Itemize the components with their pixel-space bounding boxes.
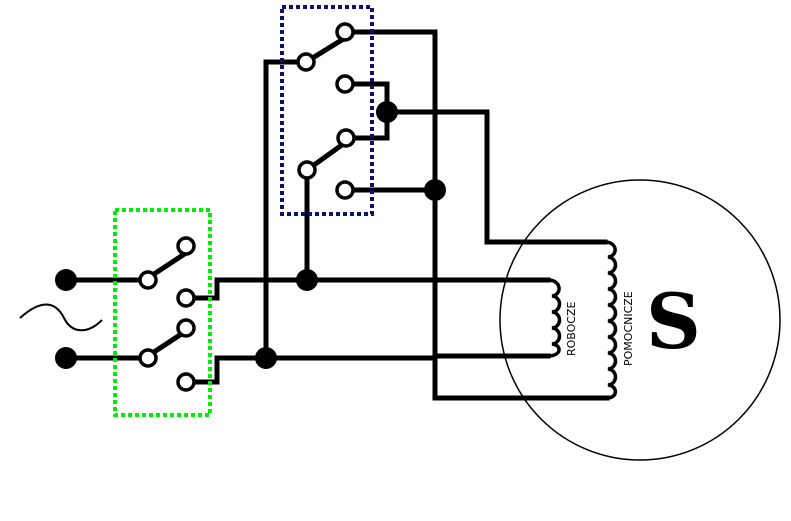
supply-terminal-top <box>55 269 77 291</box>
switch-terminal <box>138 348 158 368</box>
junction-node <box>424 179 446 201</box>
switch-terminal <box>176 318 196 338</box>
switch-terminal <box>297 160 317 180</box>
switch-terminal <box>176 288 196 308</box>
line-switch-box <box>113 208 212 417</box>
main-winding-label: ROBOCZE <box>565 301 578 356</box>
switch-terminal <box>138 270 158 290</box>
switch-terminal <box>335 22 355 42</box>
switch-terminal <box>335 74 355 94</box>
wiring <box>63 29 551 401</box>
ac-supply-symbol <box>19 303 103 332</box>
junction-node <box>376 101 398 123</box>
motor-symbol: S <box>646 277 701 366</box>
auxiliary-winding <box>432 239 618 401</box>
junction-node <box>296 269 318 291</box>
reversing-switch-box <box>280 5 374 216</box>
switch-terminal <box>176 372 196 392</box>
main-winding <box>432 277 562 359</box>
switch-terminals <box>138 22 356 392</box>
junction-node <box>255 347 277 369</box>
motor-housing <box>499 179 781 461</box>
switch-terminal <box>176 236 196 256</box>
junction-nodes <box>55 101 446 369</box>
switch-terminal <box>335 180 355 200</box>
auxiliary-winding-label: POMOCNICZE <box>622 291 635 366</box>
switch-terminal <box>336 128 356 148</box>
switch-terminal <box>296 52 316 72</box>
supply-terminal-bottom <box>55 347 77 369</box>
